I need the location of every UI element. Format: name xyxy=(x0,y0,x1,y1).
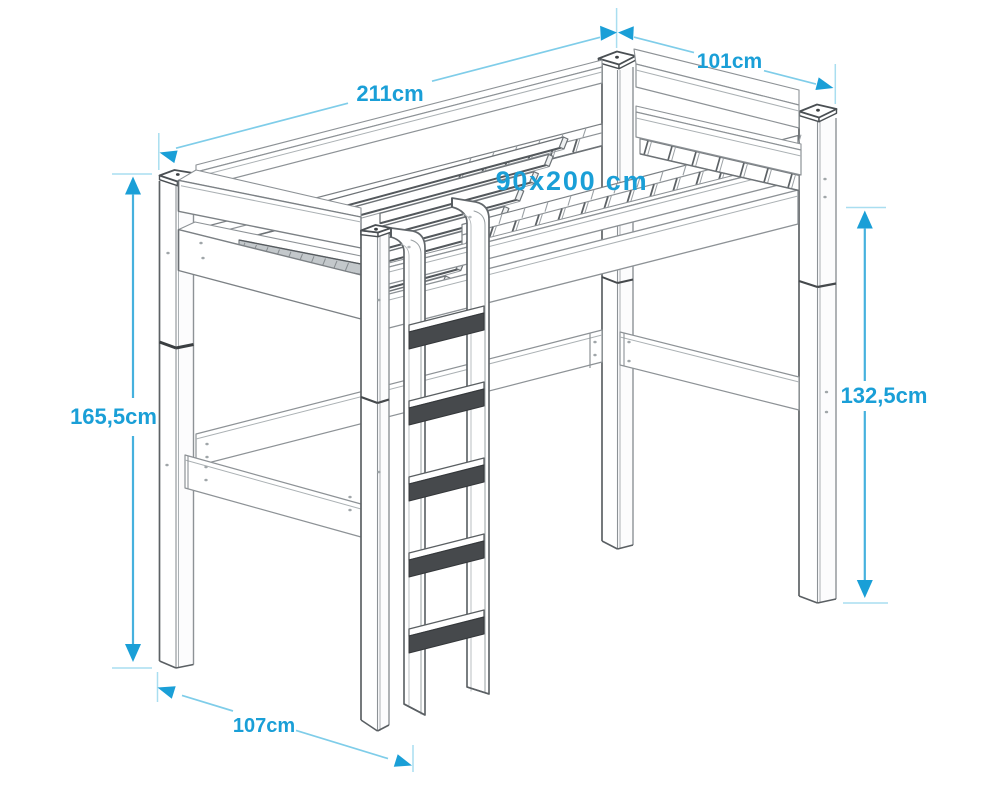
svg-text:132,5cm: 132,5cm xyxy=(841,383,928,408)
svg-text:211cm: 211cm xyxy=(356,81,423,106)
svg-text:101cm: 101cm xyxy=(697,50,762,73)
svg-text:107cm: 107cm xyxy=(233,715,295,737)
svg-text:165,5cm: 165,5cm xyxy=(70,404,157,429)
svg-text:90x200 cm: 90x200 cm xyxy=(496,166,649,196)
